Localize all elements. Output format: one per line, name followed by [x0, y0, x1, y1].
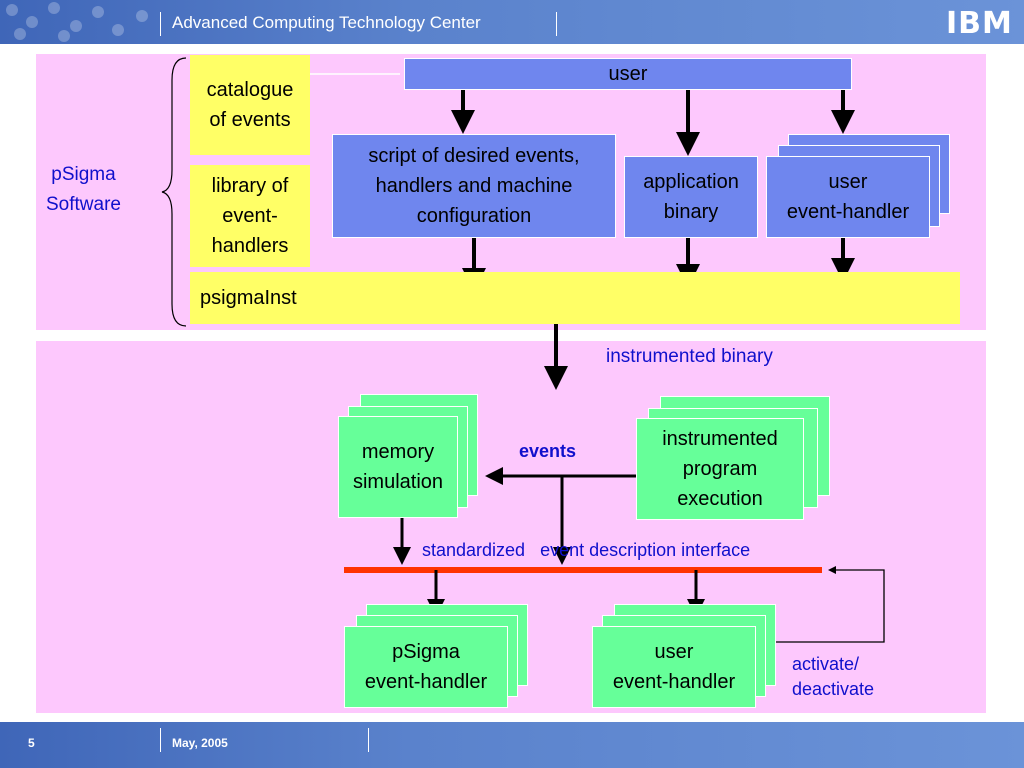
activate-loop [776, 566, 885, 643]
page-number: 5 [28, 736, 35, 750]
footer-date: May, 2005 [172, 736, 228, 750]
footer-bar: 5 May, 2005 [0, 722, 1024, 768]
memory-simulation-box: memory simulation [338, 416, 458, 518]
psigma-event-handler-box: pSigma event-handler [344, 626, 508, 708]
user-box: user [404, 58, 852, 90]
header-title: Advanced Computing Technology Center [172, 13, 481, 32]
user-event-handler-bottom-box: user event-handler [592, 626, 756, 708]
psigma-software-label: pSigma Software [46, 164, 121, 215]
instrumented-program-execution-box: instrumented program execution [636, 418, 804, 520]
header-pattern [0, 0, 160, 44]
interface-label: standardized event description interface [422, 540, 751, 560]
psigmainst-box: psigmaInst [190, 272, 960, 324]
instrumented-binary-label: instrumented binary [606, 346, 773, 367]
header-separator [556, 12, 557, 36]
script-box: script of desired events, handlers and m… [332, 134, 616, 238]
events-label: events [519, 441, 577, 461]
footer-separator [160, 728, 161, 752]
user-event-handler-top-box: user event-handler [766, 156, 930, 238]
catalogue-of-events-box: catalogue of events [190, 55, 310, 155]
brace [161, 57, 187, 327]
activate-deactivate-label: activate/ deactivate [792, 654, 875, 699]
library-of-event-handlers-box: library of event- handlers [190, 165, 310, 267]
header-separator [160, 12, 161, 36]
application-binary-box: application binary [624, 156, 758, 238]
header-bar: Advanced Computing Technology Center IBM [0, 0, 1024, 44]
footer-separator [368, 728, 369, 752]
ibm-logo: IBM [946, 6, 1013, 41]
